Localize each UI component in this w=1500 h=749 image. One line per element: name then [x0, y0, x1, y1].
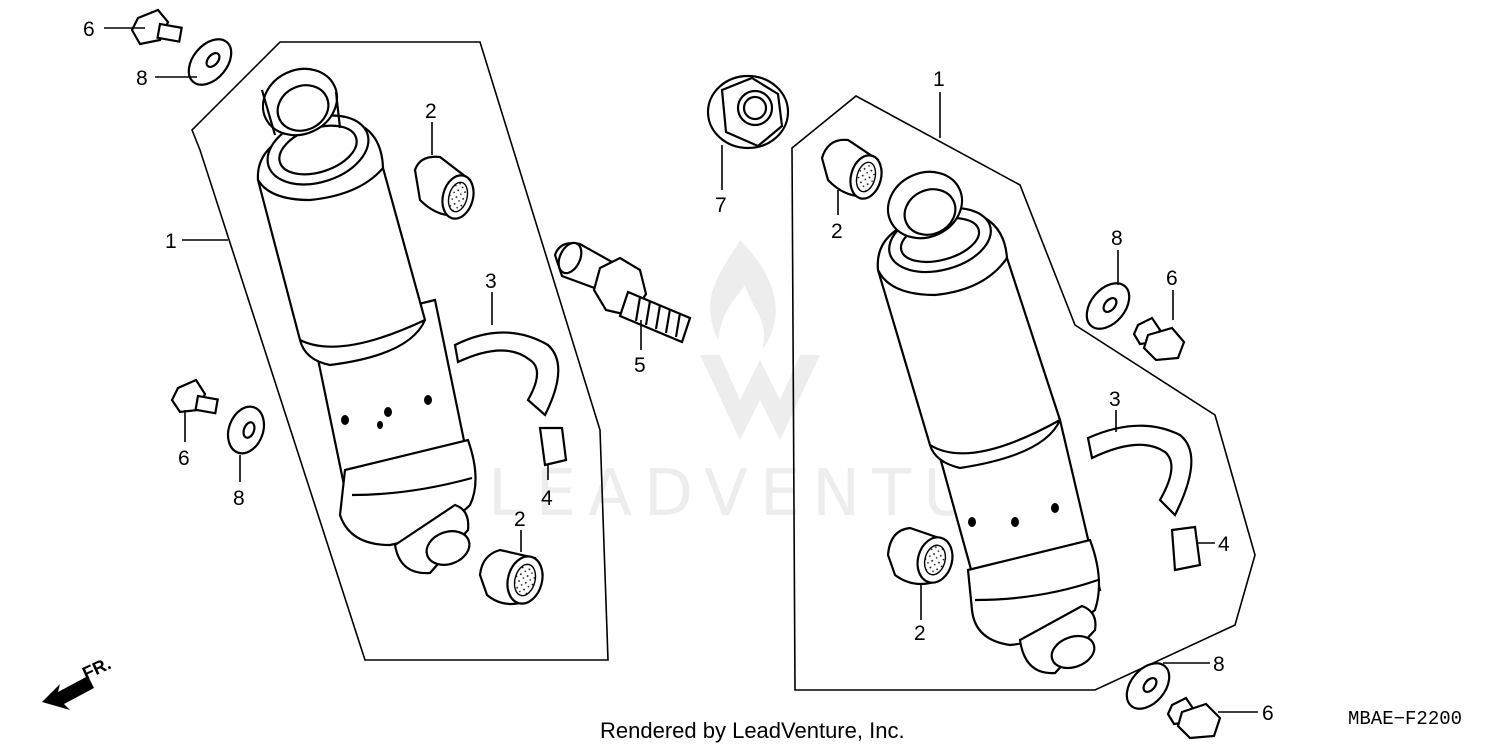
left-stopper-ring: [453, 331, 560, 417]
left-assembly-outline: [191, 41, 609, 661]
right-washer-top: [1085, 282, 1131, 330]
left-damper-group: [130, 8, 609, 661]
right-bush-top: [820, 138, 883, 200]
callout-right-bolt-top-6: 6: [1166, 267, 1178, 290]
right-bolt-top: [1132, 316, 1186, 362]
callout-stud-5: 5: [634, 354, 646, 377]
right-stopper-clip: [1170, 525, 1202, 572]
left-rear-damper: [256, 67, 477, 575]
right-stopper-ring: [1086, 424, 1193, 517]
callout-right-bush-bottom-2: 2: [914, 622, 926, 645]
left-bush-top: [413, 155, 475, 220]
callout-left-bolt-top-6: 6: [83, 18, 95, 41]
left-bolt-mid: [170, 378, 219, 415]
left-washer-mid: [226, 405, 266, 455]
right-rear-damper: [876, 170, 1102, 675]
left-washer-top: [187, 38, 233, 86]
callout-right-bush-top-2: 2: [831, 220, 843, 243]
callout-right-clip-4: 4: [1218, 533, 1230, 556]
right-assembly-outline: [791, 95, 1256, 691]
left-bush-bottom: [478, 548, 544, 606]
right-bolt-bottom: [1166, 696, 1222, 740]
left-bolt-top: [130, 8, 183, 46]
callout-left-bush-bottom-2: 2: [514, 508, 526, 531]
leader-lines: [104, 27, 1258, 713]
callout-right-washer-bottom-8: 8: [1213, 653, 1225, 676]
callout-left-ring-3: 3: [485, 270, 497, 293]
left-stopper-clip: [538, 426, 568, 467]
flange-nut: [706, 74, 790, 150]
callout-right-washer-top-8: 8: [1111, 227, 1123, 250]
right-damper-group: [791, 95, 1256, 740]
stud-bolt: [553, 241, 692, 344]
callout-left-clip-4: 4: [541, 487, 553, 510]
front-arrow-icon: [42, 676, 94, 710]
front-direction-indicator: FR.: [42, 653, 114, 710]
callouts: 6 8 1 2 3 4 6 8 2 5 7 1 2 8 6 3 4 2 8 6: [83, 18, 1274, 725]
diagram-code: MBAE−F2200: [1348, 708, 1462, 730]
callout-right-ring-3: 3: [1109, 388, 1121, 411]
right-washer-bottom: [1125, 662, 1171, 710]
callout-left-bush-top-2: 2: [425, 100, 437, 123]
callout-left-damper-1: 1: [165, 230, 177, 253]
right-bush-bottom: [886, 526, 954, 586]
callout-right-damper-1: 1: [933, 68, 945, 91]
callout-nut-7: 7: [715, 194, 727, 217]
callout-left-bolt-mid-6: 6: [178, 447, 190, 470]
callout-left-washer-mid-8: 8: [233, 487, 245, 510]
rendered-by-footer: Rendered by LeadVenture, Inc.: [600, 718, 905, 743]
callout-left-washer-top-8: 8: [136, 67, 148, 90]
callout-right-bolt-bottom-6: 6: [1262, 702, 1274, 725]
